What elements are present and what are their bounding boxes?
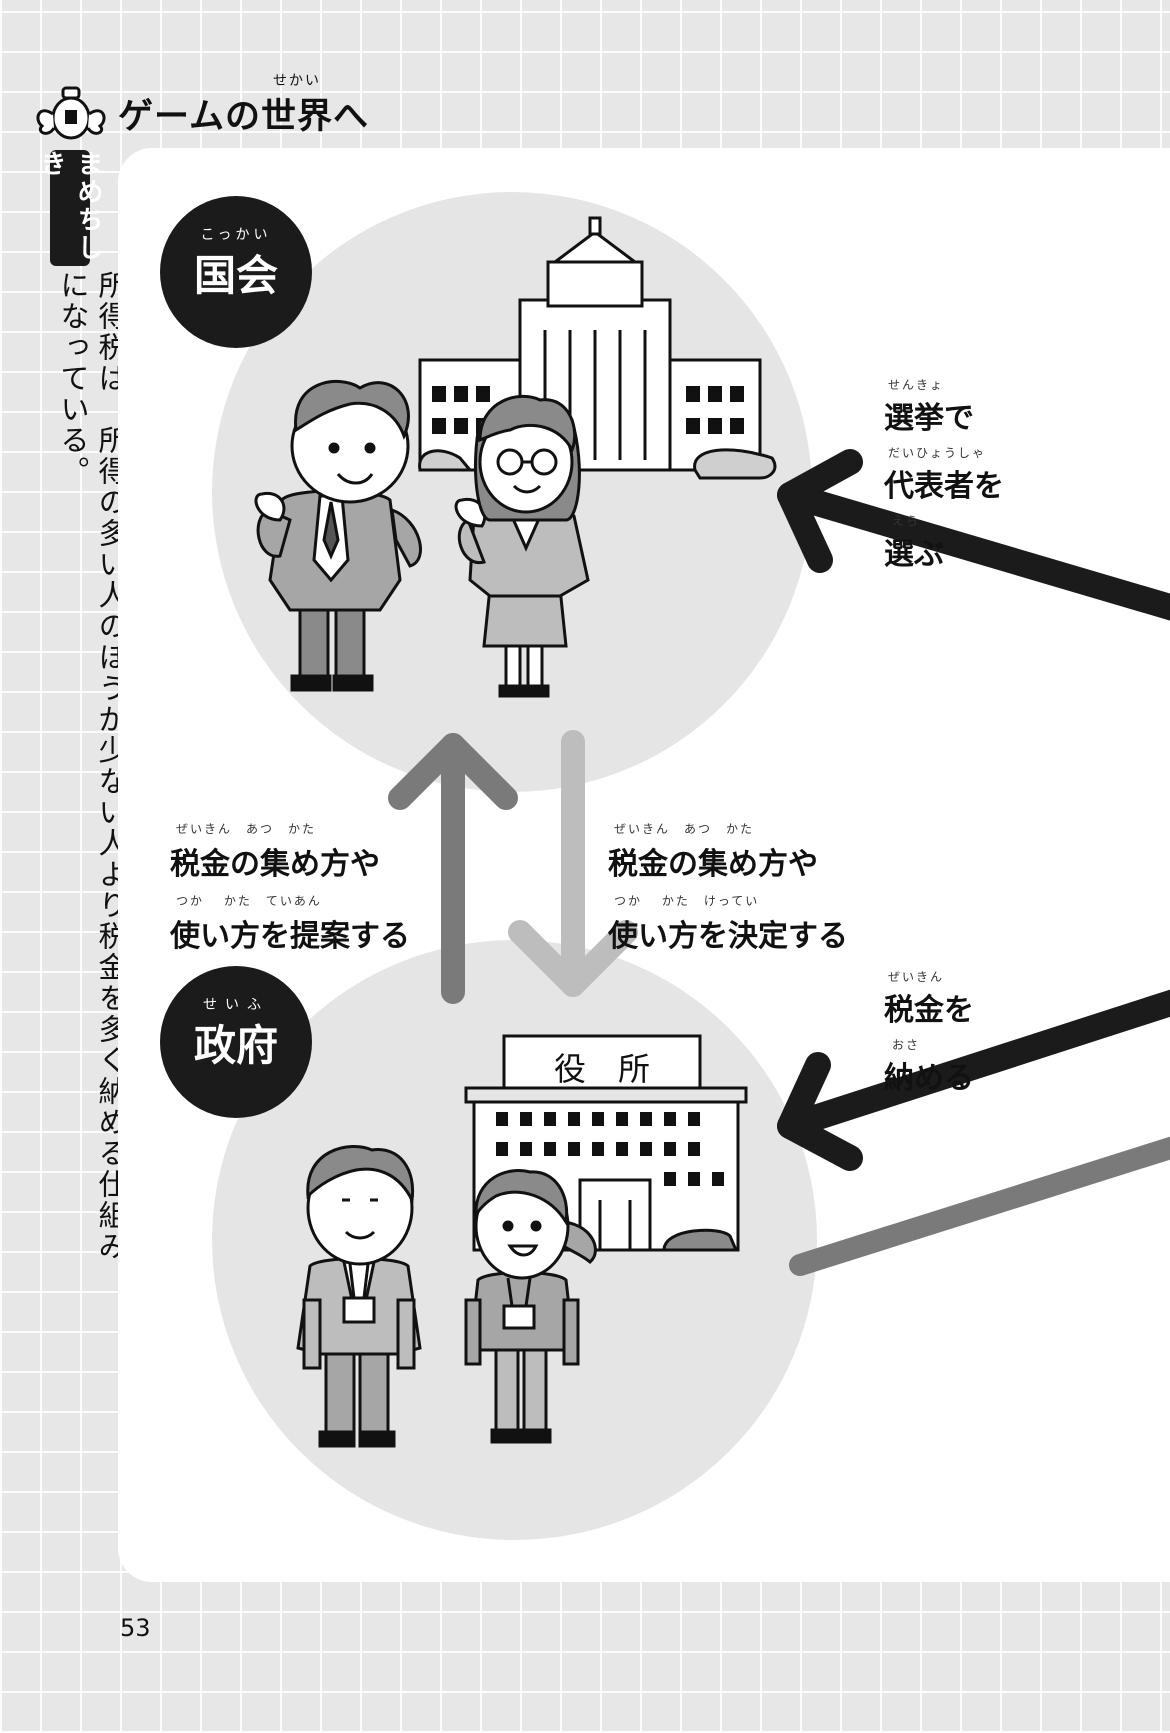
decide-arrow xyxy=(508,730,638,997)
page-number: 53 xyxy=(120,1614,151,1642)
elect-label: せんきょ 選挙で だいひょうしゃ 代表者を えら 選ぶ xyxy=(884,378,1004,572)
diet-building-icon xyxy=(418,216,777,480)
office-sign: 役 所 xyxy=(553,1050,650,1088)
government-office-icon xyxy=(464,1034,748,1252)
elect-arrow xyxy=(777,449,1170,621)
official-man-icon xyxy=(296,1145,422,1448)
diet-badge: こっかい 国会 xyxy=(160,196,312,348)
government-badge: せいふ 政府 xyxy=(160,966,312,1118)
page-title: ゲームのせかい世界へ xyxy=(118,73,369,137)
official-woman-icon xyxy=(464,1169,597,1444)
pay-tax-label: ぜいきん 税金を おさ 納める xyxy=(884,970,974,1096)
politician-woman-icon xyxy=(454,394,590,698)
propose-label: ぜいきん あつ かた 税金の集め方や つか かた ていあん 使い方を提案する xyxy=(170,822,410,954)
politician-man-icon xyxy=(254,380,422,692)
pay-tax-arrow xyxy=(777,989,1170,1171)
propose-arrow xyxy=(388,733,518,1004)
tax-flow-line xyxy=(789,1136,1170,1276)
crest-icon xyxy=(36,86,106,140)
decide-label: ぜいきん あつ かた 税金の集め方や つか かた けってい 使い方を決定する xyxy=(608,822,848,954)
